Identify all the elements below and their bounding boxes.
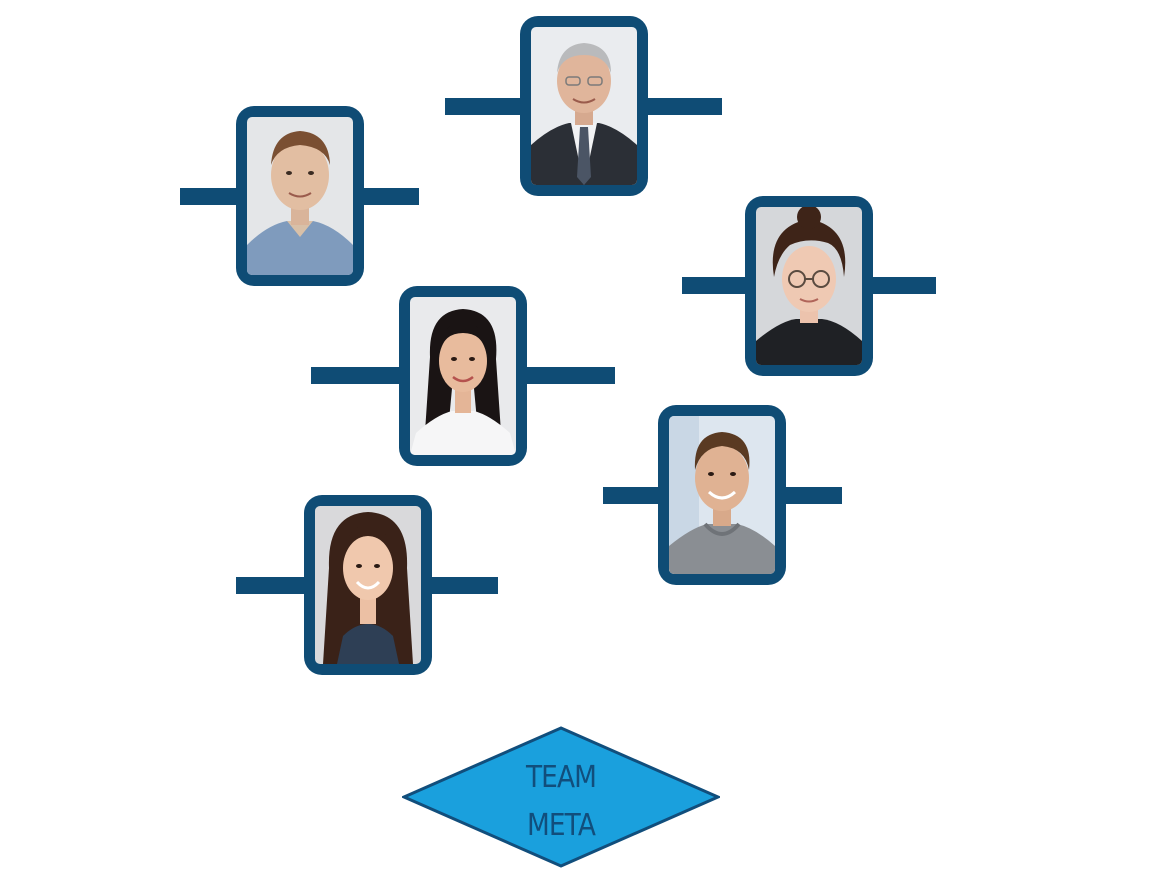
- member-card-6[interactable]: [304, 495, 432, 675]
- member-card-2[interactable]: [520, 16, 648, 196]
- member-photo-6: [315, 506, 421, 664]
- member-photo-2: [531, 27, 637, 185]
- team-label-line2: META: [526, 808, 596, 843]
- member-card-1[interactable]: [236, 106, 364, 286]
- member-card-4[interactable]: [399, 286, 527, 466]
- diamond-shape: [402, 726, 720, 868]
- member-photo-3: [756, 207, 862, 365]
- member-photo-1: [247, 117, 353, 275]
- member-card-3[interactable]: [745, 196, 873, 376]
- team-diamond: TEAM META: [402, 726, 720, 868]
- team-label-line1: TEAM: [525, 760, 597, 795]
- member-photo-5: [669, 416, 775, 574]
- team-label: TEAM META: [421, 754, 701, 850]
- member-photo-4: [410, 297, 516, 455]
- member-card-5[interactable]: [658, 405, 786, 585]
